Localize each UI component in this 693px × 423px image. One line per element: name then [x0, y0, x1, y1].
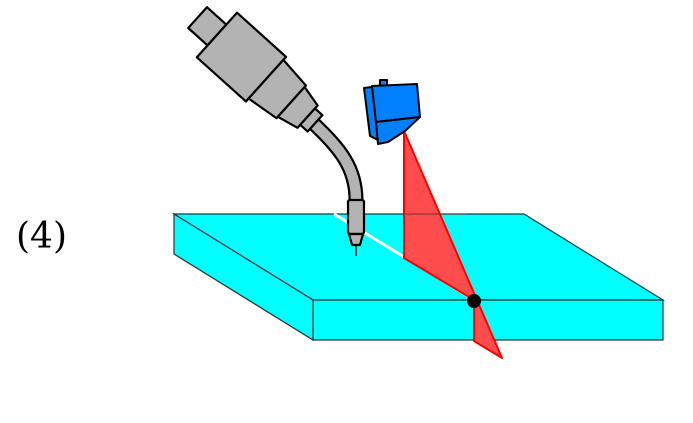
torch-gooseneck-fill	[306, 116, 362, 206]
panel-label: (4)	[16, 216, 67, 257]
welding-torch	[187, 6, 366, 256]
torch-neck	[276, 85, 319, 129]
measurement-point	[467, 294, 481, 308]
sensor-head	[375, 116, 421, 145]
plate-left-face	[173, 212, 314, 342]
torch-nozzle	[346, 198, 366, 236]
torch-taper	[247, 58, 308, 120]
torch-contact-tip	[347, 232, 365, 247]
sensor-body	[371, 83, 421, 123]
torch-collar	[299, 107, 324, 133]
laser-sensor	[363, 79, 421, 145]
